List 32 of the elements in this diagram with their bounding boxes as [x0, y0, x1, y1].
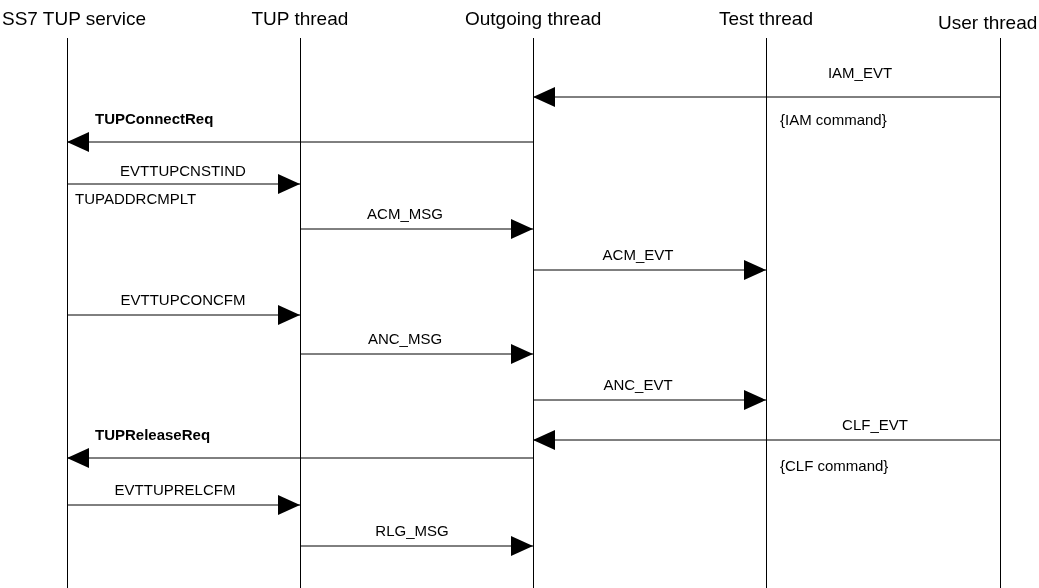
- message-arrow: [299, 536, 534, 556]
- message-arrow: [66, 132, 534, 152]
- message-label: ACM_MSG: [367, 205, 443, 223]
- message-label: ANC_MSG: [367, 330, 443, 348]
- message-label: RLG_MSG: [375, 522, 449, 540]
- message-label: EVTTUPCONCFM: [120, 291, 246, 309]
- note-text: {CLF command}: [780, 457, 889, 475]
- message-label: EVTTUPRELCFM: [114, 481, 236, 499]
- lifeline-header: User thread: [938, 12, 1038, 34]
- note-text: {IAM command}: [780, 111, 887, 129]
- message-arrow: [66, 305, 301, 325]
- lifeline-header: Test thread: [719, 8, 813, 30]
- message-arrow: [532, 390, 767, 410]
- message-label: TUPConnectReq: [95, 110, 214, 128]
- message-label: ACM_EVT: [602, 246, 674, 264]
- message-arrow: [532, 260, 767, 280]
- message-arrow: [66, 495, 301, 515]
- message-arrow: [66, 448, 534, 468]
- lifeline-header: TUP thread: [251, 8, 349, 30]
- message-label: ANC_EVT: [603, 376, 673, 394]
- note-text: TUPADDRCMPLT: [75, 190, 197, 208]
- message-arrow: [299, 344, 534, 364]
- message-arrow: [532, 430, 1001, 450]
- lifeline-header: Outgoing thread: [465, 8, 602, 30]
- message-arrow: [66, 174, 301, 194]
- message-arrow: [532, 87, 1001, 107]
- message-label: EVTTUPCNSTIND: [120, 162, 246, 180]
- message-label: IAM_EVT: [827, 64, 893, 82]
- message-arrow: [299, 219, 534, 239]
- message-label: CLF_EVT: [842, 416, 908, 434]
- lifeline-header: SS7 TUP service: [2, 8, 146, 30]
- message-label: TUPReleaseReq: [95, 426, 211, 444]
